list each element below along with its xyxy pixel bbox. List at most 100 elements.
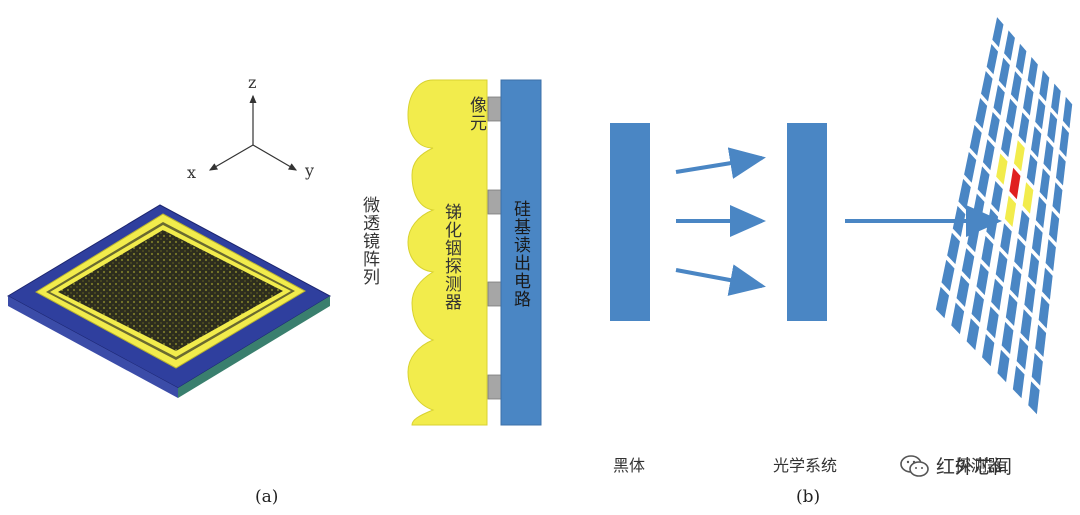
grid-pixel (1045, 239, 1056, 272)
grid-pixel (993, 84, 1005, 116)
grid-pixel (1000, 223, 1012, 255)
grid-pixel (982, 139, 995, 171)
grid-pixel (1030, 126, 1042, 158)
grid-pixel (1035, 196, 1047, 229)
grid-pixel (1024, 280, 1036, 314)
adjacent-pixel (996, 153, 1008, 185)
caption-b: (b) (796, 487, 821, 507)
grid-pixel (1010, 71, 1022, 102)
grid-pixel (1043, 140, 1054, 172)
caption-a: (a) (255, 487, 279, 507)
grid-pixel (1062, 96, 1073, 129)
grid-pixel (1035, 324, 1047, 358)
grid-pixel (1038, 296, 1050, 329)
grid-pixel (997, 349, 1010, 383)
grid-pixel (977, 166, 990, 198)
readout-circuit-label: 硅基读出电路 (510, 200, 530, 308)
ray-arrow-lower (675, 264, 766, 296)
optics-label: 光学系统 (773, 456, 838, 475)
adjacent-pixel (1004, 195, 1017, 228)
grid-pixel (972, 193, 985, 225)
substrate-side-left (8, 296, 178, 398)
grid-pixel (1042, 267, 1053, 300)
grid-pixel (1031, 224, 1043, 257)
microlens-array-label: 微透镜阵列 (359, 196, 379, 286)
grid-pixel (941, 259, 955, 292)
grid-pixel (986, 306, 999, 339)
grid-pixel (961, 248, 975, 280)
grid-pixel (976, 263, 989, 296)
grid-pixel (992, 17, 1004, 48)
center-pixel (1009, 167, 1021, 200)
grid-pixel (967, 220, 980, 253)
grid-pixel (1028, 252, 1040, 285)
chip-3d-model (6, 204, 332, 398)
grid-pixel (1014, 238, 1026, 270)
detector-label: 锑化铟探测器 (441, 203, 461, 311)
grid-pixel (1047, 111, 1058, 144)
grid-pixel (969, 124, 982, 156)
grid-pixel (998, 57, 1010, 89)
pixel-pad (487, 281, 502, 307)
y-axis-label: y (305, 161, 315, 180)
grid-pixel (956, 275, 970, 307)
x-axis (208, 144, 254, 171)
grid-pixel (986, 44, 999, 75)
grid-pixel (975, 97, 988, 129)
watermark: 红外芯闻 (900, 452, 1012, 479)
grid-pixel (1035, 98, 1046, 130)
microlens-array (407, 79, 488, 426)
detector-array-surface (58, 230, 283, 351)
grid-pixel (1039, 168, 1050, 200)
ray-arrows (675, 147, 1002, 296)
grid-pixel (947, 232, 960, 265)
grid-pixel (1020, 309, 1032, 342)
readout-circuit (500, 79, 542, 426)
x-axis-label: x (187, 163, 197, 182)
grid-pixel (1001, 126, 1013, 158)
grid-pixel (1039, 70, 1050, 102)
microlens-detector-stack (407, 79, 542, 426)
grid-pixel (991, 180, 1003, 213)
grid-pixel (966, 318, 980, 351)
y-axis (252, 144, 298, 171)
pixel-pad (487, 96, 502, 122)
grid-pixel (1059, 125, 1069, 157)
adjacent-pixel (1013, 140, 1025, 172)
grid-pixel (1052, 182, 1063, 215)
grid-pixel (1012, 365, 1025, 399)
grid-pixel (988, 112, 1000, 143)
grid-pixel (991, 278, 1004, 311)
z-axis-label: z (248, 73, 257, 92)
blackbody-label: 黑体 (613, 456, 646, 475)
grid-pixel (981, 235, 994, 268)
grid-pixel (1015, 43, 1027, 75)
ray-arrow-upper (675, 147, 766, 179)
grid-pixel (981, 71, 993, 102)
grid-pixel (1028, 381, 1040, 415)
grid-pixel (1027, 56, 1038, 88)
grid-pixel (982, 334, 995, 367)
grid-pixel (995, 250, 1008, 283)
blackbody-block (610, 123, 650, 321)
grid-pixel (1018, 112, 1030, 144)
grid-pixel (1018, 210, 1030, 242)
optics-block (787, 123, 827, 321)
detector-array-label: 探测器 (955, 456, 1004, 475)
grid-pixel (964, 151, 977, 183)
grid-pixel (1001, 321, 1014, 355)
coordinate-axes (208, 94, 298, 171)
grid-pixel (1051, 83, 1061, 115)
grid-pixel (1016, 337, 1029, 370)
grid-pixel (952, 205, 966, 238)
grid-pixel (986, 208, 999, 240)
grid-pixel (1031, 352, 1043, 386)
grid-pixel (1023, 84, 1034, 116)
wechat-icon (900, 454, 929, 477)
grid-pixel (1026, 154, 1038, 186)
grid-pixel (951, 302, 965, 335)
grid-pixel (1010, 265, 1022, 298)
substrate-side-right (178, 296, 330, 398)
grid-pixel (1055, 153, 1066, 186)
